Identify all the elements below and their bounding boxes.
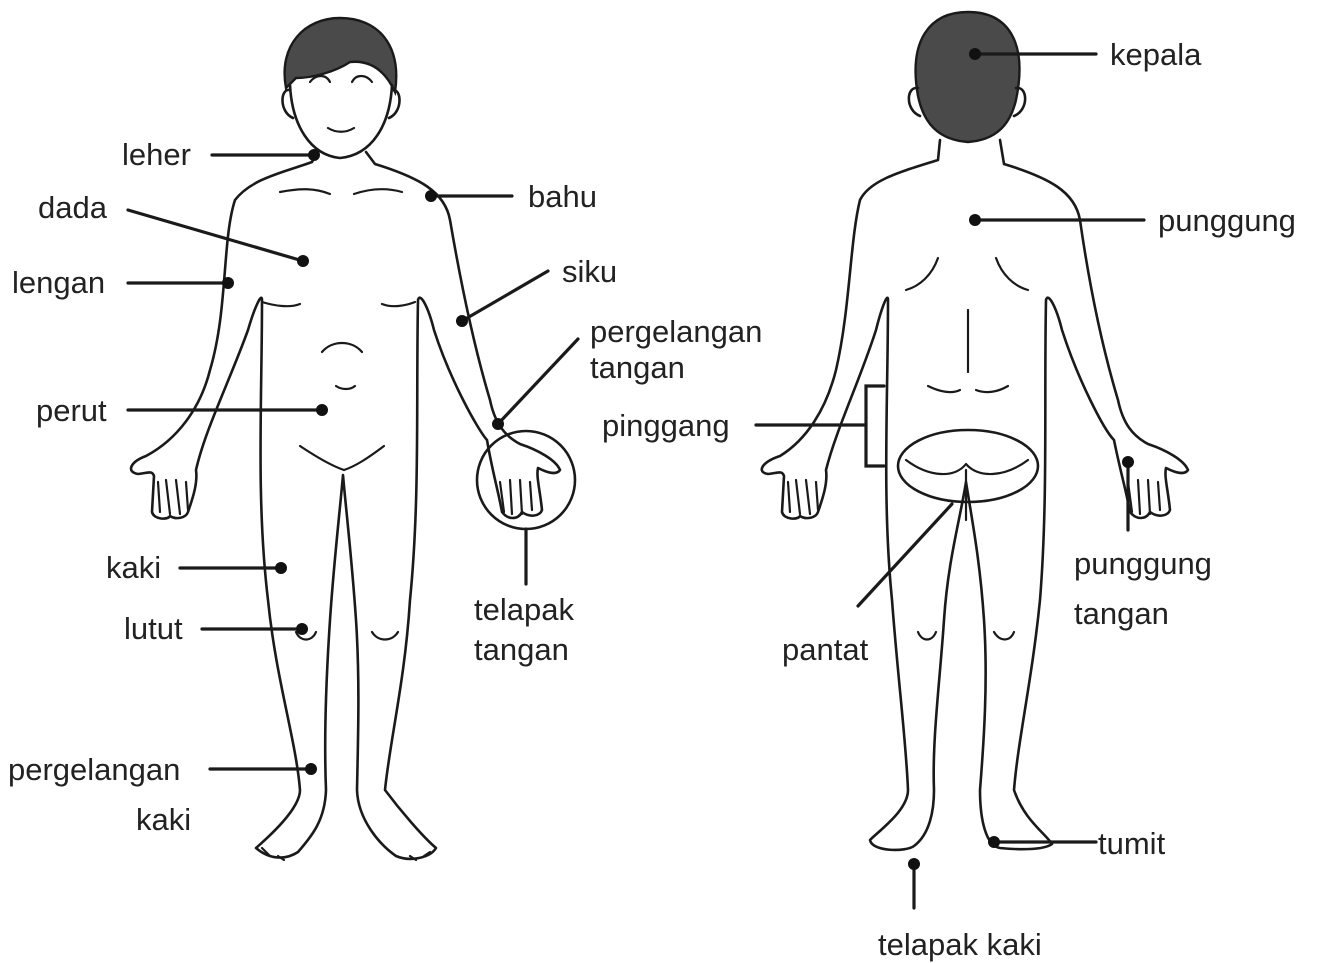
siku-dot	[456, 315, 468, 327]
label-telapak-tangan-line1: telapak	[474, 592, 574, 627]
back-shoulder-blade-left	[906, 258, 938, 290]
label-lengan: lengan	[12, 265, 105, 300]
waist-bracket	[866, 386, 884, 466]
label-kepala: kepala	[1110, 37, 1202, 72]
front-mouth	[328, 128, 354, 132]
front-collarbone-left	[280, 189, 330, 194]
front-knee-right	[372, 632, 398, 640]
front-body-outline	[131, 150, 560, 859]
front-left-fingers	[158, 480, 188, 514]
kaki-dot	[275, 562, 287, 574]
back-body-outline	[762, 140, 1188, 850]
bahu-dot	[425, 190, 437, 202]
telapak-kaki-dot	[908, 858, 920, 870]
tumit-dot	[988, 836, 1000, 848]
back-hair	[916, 12, 1020, 142]
front-face	[290, 85, 392, 158]
front-pec-right	[382, 302, 415, 306]
label-tumit: tumit	[1098, 826, 1166, 861]
pantat-leader	[858, 504, 952, 606]
punggung-dot	[969, 214, 981, 226]
front-navel	[336, 386, 355, 389]
siku-leader	[462, 271, 548, 321]
back-lower-right	[976, 386, 1008, 392]
label-kaki: kaki	[106, 550, 161, 585]
leher-dot	[308, 149, 320, 161]
pergelangan-tangan-leader	[498, 339, 578, 424]
perut-dot	[316, 404, 328, 416]
back-knee-right	[994, 632, 1014, 640]
pergelangan-tangan-dot	[492, 418, 504, 430]
label-punggung: punggung	[1158, 203, 1296, 238]
back-leaders	[756, 48, 1144, 908]
back-figure	[762, 12, 1188, 850]
label-telapak-kaki: telapak kaki	[878, 927, 1042, 962]
back-knee-left	[918, 632, 936, 640]
back-shoulder-blade-right	[996, 258, 1028, 290]
label-punggung-tangan-line2: tangan	[1074, 596, 1169, 631]
label-leher: leher	[122, 137, 191, 172]
label-siku: siku	[562, 254, 617, 289]
front-hip-right	[344, 446, 384, 470]
labels: leher dada lengan perut kaki lutut perge…	[8, 37, 1296, 962]
label-telapak-tangan-line2: tangan	[474, 632, 569, 667]
back-lower-left	[928, 386, 960, 392]
label-punggung-tangan-line1: punggung	[1074, 546, 1212, 581]
label-bahu: bahu	[528, 179, 597, 214]
pergelangan-kaki-dot	[305, 763, 317, 775]
lengan-dot	[222, 277, 234, 289]
back-left-fingers	[788, 480, 818, 514]
label-perut: perut	[36, 393, 107, 428]
lutut-dot	[296, 623, 308, 635]
label-pergelangan-kaki-line1: pergelangan	[8, 752, 180, 787]
label-pergelangan-tangan-line2: tangan	[590, 350, 685, 385]
front-hip-left	[300, 446, 344, 470]
front-pec-left	[262, 302, 300, 306]
front-leaders	[128, 149, 578, 775]
back-right-fingers	[1128, 480, 1160, 514]
label-pantat: pantat	[782, 632, 869, 667]
front-collarbone-right	[354, 189, 402, 194]
label-pergelangan-kaki-line2: kaki	[136, 802, 191, 837]
front-figure	[131, 18, 575, 860]
dada-dot	[297, 255, 309, 267]
label-pinggang: pinggang	[602, 408, 730, 443]
front-ribs	[322, 343, 362, 352]
punggung-tangan-dot	[1122, 456, 1134, 468]
label-lutut: lutut	[124, 611, 183, 646]
label-dada: dada	[38, 190, 108, 225]
dada-leader	[128, 210, 303, 261]
kepala-dot	[969, 48, 981, 60]
front-right-eye	[352, 76, 372, 82]
label-pergelangan-tangan-line1: pergelangan	[590, 314, 762, 349]
front-right-fingers	[500, 480, 532, 514]
front-hair	[285, 18, 397, 92]
